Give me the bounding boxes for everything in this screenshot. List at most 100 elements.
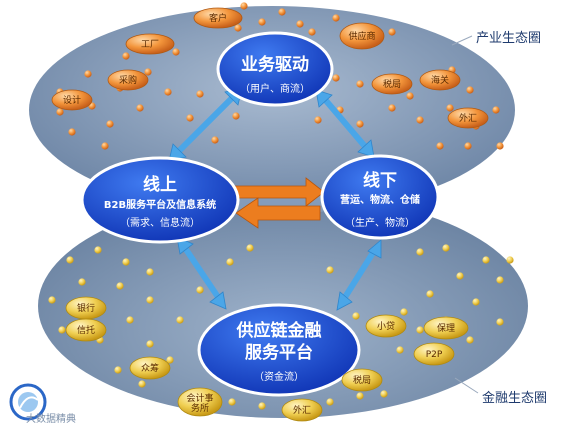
arrow-business-offline: [315, 89, 375, 158]
online-title: 线上: [143, 174, 177, 195]
finance-tag: P2P: [413, 342, 455, 366]
finance-tag-text: 小贷: [377, 320, 395, 332]
gold-dot: [94, 246, 102, 254]
orange-dot: [332, 14, 340, 22]
gold-dot: [126, 316, 134, 324]
gold-dot: [416, 326, 424, 334]
industry-tag: 设计: [51, 89, 93, 111]
industry-tag: 采购: [107, 69, 149, 91]
industry-tag-text: 采购: [119, 74, 137, 86]
finance-platform-title2: 服务平台: [245, 342, 313, 363]
exchange-arrows: [233, 177, 325, 229]
finance-tag: 银行: [65, 296, 107, 320]
orange-dot: [232, 112, 240, 120]
offline-line2: 营运、物流、仓储: [340, 193, 420, 206]
industry-tag: 海关: [419, 69, 461, 91]
gold-dot: [396, 346, 404, 354]
node-business-drive: [216, 31, 334, 107]
orange-dot: [101, 142, 109, 150]
arrow-online-business: [168, 87, 243, 162]
node-online: [80, 156, 240, 244]
gold-dot: [66, 256, 74, 264]
industry-tag-text: 供应商: [348, 30, 375, 42]
gold-dot: [466, 336, 474, 344]
gold-dot: [496, 276, 504, 284]
orange-dot: [172, 48, 180, 56]
orange-dot: [388, 28, 396, 36]
offline-title: 线下: [363, 170, 397, 191]
orange-dot: [56, 108, 64, 116]
orange-dot: [464, 142, 472, 150]
gold-dot: [506, 256, 514, 264]
arrow-offline-finance: [336, 239, 382, 311]
orange-dot: [296, 20, 304, 28]
finance-tag-text: 信托: [77, 324, 95, 336]
finance-tag-text: P2P: [426, 350, 443, 360]
gold-dot: [246, 244, 254, 252]
gold-dot: [166, 356, 174, 364]
gold-dot: [138, 380, 146, 388]
orange-dot: [496, 142, 504, 150]
industry-tag: 工厂: [125, 33, 175, 55]
industry-tag: 客户: [193, 7, 243, 29]
orange-dot: [492, 106, 500, 114]
orange-dot: [436, 142, 444, 150]
node-offline: [320, 154, 440, 240]
arrow-right: [233, 177, 325, 207]
industry-tag-text: 工厂: [141, 39, 159, 50]
orange-dot: [416, 116, 424, 124]
industry-tag: 税局: [371, 73, 413, 95]
finance-tag: 税局: [341, 368, 383, 392]
industry-tag: 供应商: [339, 22, 385, 50]
gold-dot: [116, 282, 124, 290]
gold-dot: [48, 296, 56, 304]
industry-tag-text: 客户: [209, 12, 227, 24]
orange-dot: [332, 74, 340, 82]
online-line2: B2B服务平台及信息系统: [104, 198, 216, 211]
industry-label-pointer: [451, 35, 473, 46]
orange-dot: [356, 80, 364, 88]
gold-dot: [426, 290, 434, 298]
finance-tag-text: 会计事: [186, 392, 213, 404]
orange-dot: [466, 86, 474, 94]
gold-dot: [122, 258, 130, 266]
online-sub: （需求、信息流）: [120, 216, 200, 229]
industry-tag: 外汇: [447, 107, 489, 129]
finance-tag: 保理: [423, 316, 469, 340]
orange-dot: [186, 114, 194, 122]
finance-tag-text: 银行: [77, 302, 95, 314]
gold-dot: [146, 340, 154, 348]
tag-bubbles: 客户工厂供应商采购设计税局海关外汇银行信托众筹会计事务所外汇税局小贷保理P2P: [51, 7, 489, 422]
orange-dot: [234, 24, 242, 32]
arrow-left: [235, 197, 321, 229]
gold-dot: [356, 392, 364, 400]
watermark-text: 大数据精典: [26, 414, 76, 425]
gold-dot: [326, 398, 334, 406]
orange-dot: [258, 18, 266, 26]
orange-dot: [144, 68, 152, 76]
gold-dot: [196, 286, 204, 294]
gold-dot: [146, 296, 154, 304]
finance-tag: 信托: [65, 318, 107, 342]
arrow-online-finance: [176, 236, 227, 310]
gold-dot: [258, 402, 266, 410]
offline-sub: （生产、物流）: [345, 216, 415, 229]
orange-dot: [196, 90, 204, 98]
industry-tag-text: 外汇: [459, 112, 477, 124]
industry-tag-text: 设计: [63, 94, 81, 106]
finance-tag-text: 外汇: [293, 404, 311, 416]
gold-dot: [226, 258, 234, 266]
finance-tag-text: 税局: [353, 374, 371, 386]
finance-tag: 小贷: [365, 314, 407, 338]
connector-arrows: [168, 87, 382, 311]
finance-platform-title1: 供应链金融: [236, 320, 322, 341]
orange-dot: [446, 104, 454, 112]
gold-dot: [400, 308, 408, 316]
gold-dot: [228, 398, 236, 406]
finance-tag-text: 保理: [437, 322, 455, 334]
orange-dot: [164, 88, 172, 96]
orange-dot: [356, 120, 364, 128]
gold-dot: [482, 256, 490, 264]
gold-dot: [456, 272, 464, 280]
